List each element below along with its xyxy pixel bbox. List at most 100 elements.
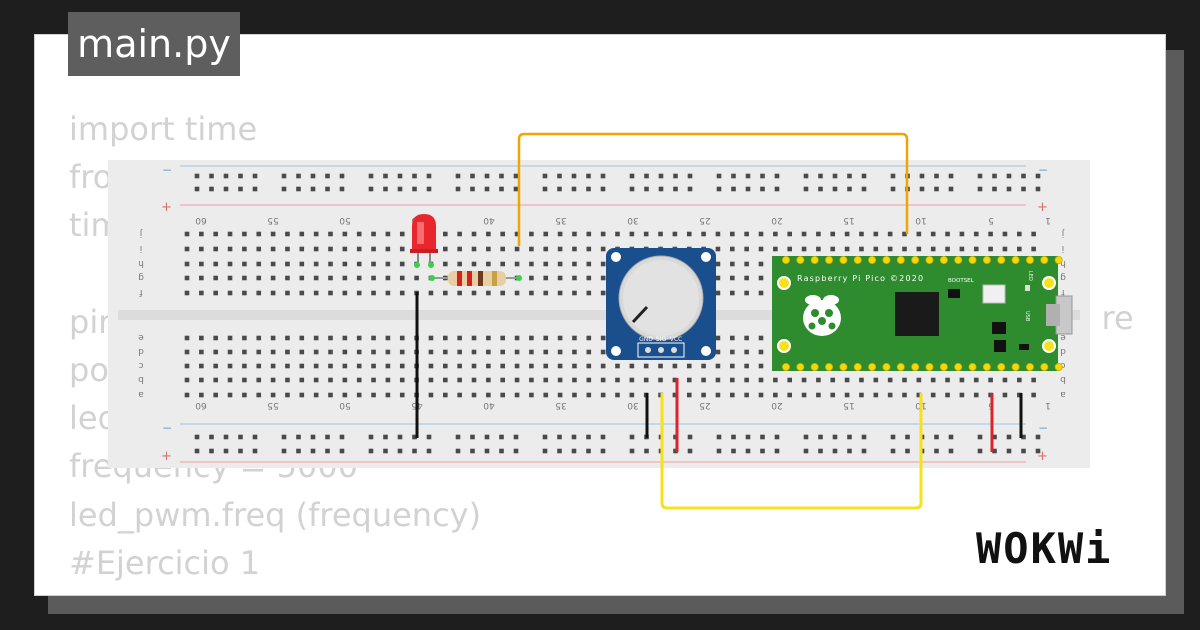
breadboard-hole [529,275,534,281]
breadboard-hole [744,261,749,267]
breadboard-hole [571,434,577,440]
breadboard-hole [256,261,262,267]
breadboard-hole [672,392,678,398]
breadboard-hole [600,246,606,252]
breadboard-hole [773,231,778,237]
breadboard-hole [731,186,736,192]
breadboard-hole [686,392,692,398]
breadboard-hole [339,448,345,454]
yellow-wire[interactable] [660,393,923,510]
raspberry-pi-pico[interactable]: Raspberry Pi Pico ©2020 BOOTSEL LED USB [772,255,1073,371]
breadboard-hole [832,448,838,454]
breadboard-hole [542,434,548,440]
breadboard-hole [758,261,764,267]
breadboard-hole [199,246,204,252]
breadboard-hole [242,392,247,398]
breadboard-hole [184,261,190,267]
breadboard-hole [428,335,434,341]
breadboard-hole [773,246,778,252]
code-line: #Ejercicio 1 [69,543,261,582]
breadboard-hole [486,349,491,355]
breadboard-hole [385,275,391,281]
breadboard-hole [586,448,591,454]
breadboard-hole [328,290,333,296]
breadboard-hole [701,363,706,369]
breadboard-hole [242,231,247,237]
breadboard-hole [514,290,520,296]
breadboard-hole [356,363,362,369]
breadboard-hole [859,377,864,383]
resistor[interactable] [429,271,522,286]
breadboard-hole [457,377,462,383]
file-tab[interactable]: main.py [68,12,240,76]
breadboard-hole [629,434,635,440]
breadboard-hole [1017,246,1022,252]
breadboard-hole [745,448,751,454]
breadboard-hole [744,392,749,398]
breadboard-hole [500,392,505,398]
breadboard-hole [744,335,749,341]
column-number: 10 [915,215,927,225]
breadboard-hole [744,377,749,383]
breadboard-hole [730,392,735,398]
bootsel-button[interactable] [982,284,1006,304]
breadboard-hole [238,434,243,440]
breadboard-hole [328,246,333,252]
breadboard-hole [629,363,635,369]
breadboard-hole [1021,448,1026,454]
column-number: 1 [1045,400,1051,410]
pico-pin [1011,255,1020,264]
breadboard-hole [500,290,505,296]
breadboard-hole [844,231,850,237]
potentiometer[interactable]: GND SIG VCC [606,248,716,360]
breadboard-hole [513,434,519,440]
row-letter: e [138,332,144,342]
breadboard-hole [572,349,577,355]
breadboard-hole [945,231,950,237]
breadboard-hole [1017,392,1022,398]
breadboard-hole [457,392,462,398]
breadboard-hole [199,377,204,383]
breadboard-hole [644,448,649,454]
column-number: 20 [771,215,783,225]
breadboard-hole [426,186,432,192]
breadboard-hole [223,186,229,192]
breadboard-hole [313,392,319,398]
pico-pin [968,255,977,264]
breadboard-hole [859,246,864,252]
pot-pin-label: SIG [656,336,667,343]
breadboard-hole [744,275,749,281]
breadboard-hole [184,349,190,355]
breadboard-hole [486,261,491,267]
breadboard-hole [543,349,549,355]
breadboard-hole [572,377,577,383]
column-number: 15 [843,400,854,410]
row-letter: h [138,258,144,268]
breadboard-hole [270,349,276,355]
breadboard-hole [715,275,721,281]
breadboard-hole [313,261,319,267]
breadboard-hole [371,231,376,237]
breadboard-hole [758,275,764,281]
breadboard-hole [252,448,258,454]
pico-pin [1040,362,1049,371]
breadboard-hole [299,377,305,383]
red-led[interactable] [410,214,438,268]
breadboard-hole [342,290,348,296]
breadboard-hole [832,173,838,179]
breadboard-hole [643,363,649,369]
breadboard-hole [500,363,505,369]
breadboard-hole [948,448,954,454]
breadboard-hole [787,377,792,383]
breadboard-hole [916,246,922,252]
breadboard-hole [600,434,606,440]
breadboard-hole [371,246,376,252]
breadboard-hole [818,173,823,179]
mount-hole [1042,276,1056,290]
orange-wire[interactable] [517,132,909,246]
breadboard-hole [586,363,592,369]
breadboard-hole [457,231,462,237]
breadboard-hole [572,261,577,267]
column-number: 30 [627,215,639,225]
row-letter: d [138,346,144,356]
